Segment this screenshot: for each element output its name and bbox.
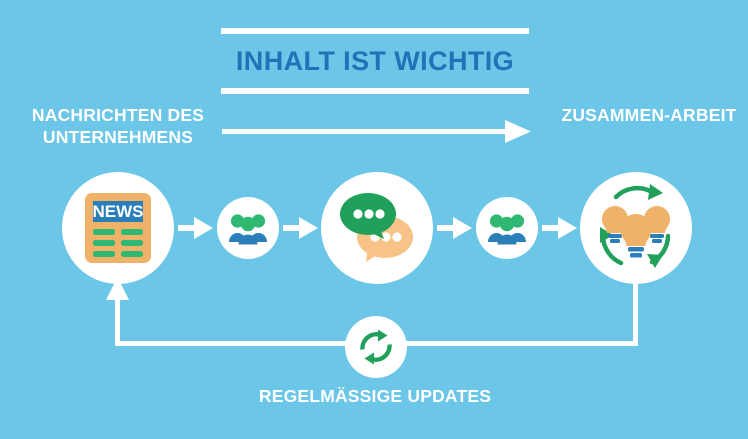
people-group-icon <box>488 214 526 245</box>
label-company-news: NACHRICHTEN DES UNTERNEHMENS <box>31 105 205 148</box>
top-right-arrow <box>222 120 531 143</box>
label-regular-updates: REGELMÄSSIGE UPDATES <box>258 386 492 406</box>
node-collaboration[interactable] <box>580 172 692 284</box>
title-rule-top-icon <box>221 28 529 34</box>
title-rule-bottom-icon <box>221 88 529 94</box>
flow-connector-arrow-2 <box>283 217 318 239</box>
speech-bubbles-icon <box>340 193 413 262</box>
node-team-first[interactable] <box>217 197 279 259</box>
refresh-sync-icon <box>360 329 392 365</box>
svg-text:NEWS: NEWS <box>93 202 144 221</box>
node-company-news[interactable]: NEWS <box>62 172 174 284</box>
flow-connector-arrow-4 <box>542 217 577 239</box>
people-group-icon <box>229 214 267 245</box>
node-regular-updates[interactable] <box>345 316 407 378</box>
page-title: INHALT IST WICHTIG <box>235 46 515 76</box>
title-block: INHALT IST WICHTIG <box>221 28 529 94</box>
bottom-feedback-loop <box>106 277 638 346</box>
flow-connector-arrow-1 <box>178 217 213 239</box>
label-collaboration: ZUSAMMEN-ARBEIT <box>561 105 737 125</box>
flow-connector-arrow-3 <box>437 217 472 239</box>
node-discussion[interactable] <box>321 172 433 284</box>
newspaper-icon: NEWS <box>85 193 151 263</box>
node-team-second[interactable] <box>476 197 538 259</box>
lightbulbs-cycle-icon <box>600 184 671 268</box>
lightbulb-center <box>620 214 652 258</box>
